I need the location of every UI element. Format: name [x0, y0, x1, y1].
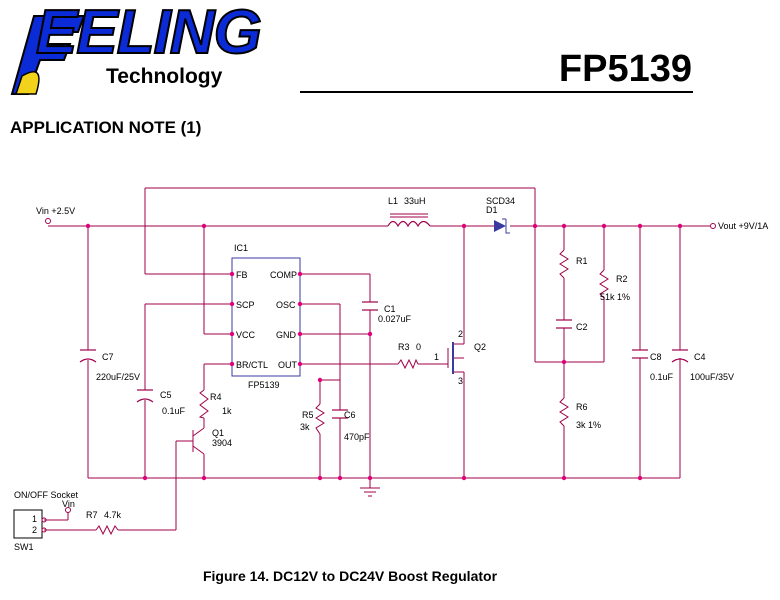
c5-value: 0.1uF	[162, 406, 186, 416]
pin-scp: SCP	[236, 300, 255, 310]
socket-pin-2-label: 2	[32, 525, 37, 535]
vout-terminal	[710, 223, 716, 229]
socket-pin-1	[41, 517, 47, 523]
diode-d1	[494, 220, 506, 232]
vin-label: Vin +2.5V	[36, 206, 75, 216]
capacitor-c5-curve	[136, 398, 154, 403]
logo-f-mark-icon	[10, 15, 86, 95]
d1-ref: D1	[486, 205, 498, 215]
section-title: APPLICATION NOTE (1)	[10, 118, 202, 137]
socket-ref: SW1	[14, 542, 34, 552]
c6-value: 470pF	[344, 432, 370, 442]
socket-vin-label: Vin	[62, 499, 75, 509]
resistor-r7	[95, 524, 119, 536]
ic1-body	[231, 257, 301, 377]
junction-dots	[85, 223, 683, 481]
d1-value: SCD34	[486, 196, 515, 206]
r6-value: 3k 1%	[576, 420, 601, 430]
socket-sw1-body	[13, 509, 43, 539]
c7-value: 220uF/25V	[96, 372, 140, 382]
capacitor-c4-curve	[671, 358, 689, 363]
pin-br-ctl: BR/CTL	[236, 360, 268, 370]
c4-ref: C4	[694, 352, 706, 362]
q1-ref: Q1	[212, 428, 224, 438]
r6-ref: R6	[576, 402, 588, 412]
capacitor-c7-curve	[79, 358, 97, 363]
resistor-r6	[559, 397, 569, 427]
l1-value: 33uH	[404, 196, 426, 206]
ground-icon	[360, 487, 380, 497]
header-rule	[300, 91, 693, 93]
r5-value: 3k	[300, 422, 310, 432]
figure-caption: Figure 14. DC12V to DC24V Boost Regulato…	[202, 568, 498, 584]
pin-comp: COMP	[270, 270, 297, 280]
q2-pin-drain: 2	[458, 329, 463, 339]
c1-value: 0.027uF	[378, 314, 412, 324]
c8-value: 0.1uF	[650, 372, 674, 382]
ic1-ref: IC1	[234, 243, 248, 253]
vin-terminal	[45, 218, 51, 224]
inductor-l1	[387, 220, 431, 228]
c8-ref: C8	[650, 352, 662, 362]
r2-ref: R2	[616, 274, 628, 284]
l1-ref: L1	[388, 196, 398, 206]
logo-subtext: Technology	[106, 65, 223, 88]
pin-out: OUT	[278, 360, 298, 370]
socket-pin-2	[41, 527, 47, 533]
r3-ref: R3	[398, 342, 410, 352]
c2-ref: C2	[576, 322, 588, 332]
socket-label: ON/OFF Socket	[14, 490, 79, 500]
r7-value: 4.7k	[104, 510, 122, 520]
c6-ref: C6	[344, 410, 356, 420]
c4-value: 100uF/35V	[690, 372, 734, 382]
socket-pin-1-label: 1	[32, 514, 37, 524]
q2-ref: Q2	[474, 342, 486, 352]
r2-value: 51k 1%	[600, 292, 630, 302]
r5-ref: R5	[302, 410, 314, 420]
feeling-logo: EELING Technology	[6, 1, 306, 98]
c1-ref: C1	[384, 304, 396, 314]
pin-gnd: GND	[276, 330, 297, 340]
resistor-r3	[397, 358, 419, 370]
resistor-r4	[198, 389, 209, 419]
r7-ref: R7	[86, 510, 98, 520]
resistor-r2	[599, 269, 609, 299]
r1-ref: R1	[576, 256, 588, 266]
logo-wordmark: EELING	[35, 0, 263, 67]
pin-vcc: VCC	[236, 330, 256, 340]
socket-vin-terminal	[65, 507, 71, 513]
resistor-r1	[559, 249, 569, 279]
q1-value: 3904	[212, 438, 232, 448]
diode-d1-bar	[502, 218, 510, 234]
pin-fb: FB	[236, 270, 248, 280]
r3-value: 0	[416, 342, 421, 352]
r4-ref: R4	[210, 392, 222, 402]
vout-label: Vout +9V/1A	[718, 221, 768, 231]
part-number: FP5139	[558, 48, 692, 90]
pin-osc: OSC	[276, 300, 296, 310]
c7-ref: C7	[102, 352, 114, 362]
q2-pin-source: 3	[458, 376, 463, 386]
r4-value: 1k	[222, 406, 232, 416]
q2-pin-gate: 1	[434, 352, 439, 362]
c5-ref: C5	[160, 390, 172, 400]
resistor-r5	[315, 403, 325, 435]
ic1-part: FP5139	[248, 380, 280, 390]
